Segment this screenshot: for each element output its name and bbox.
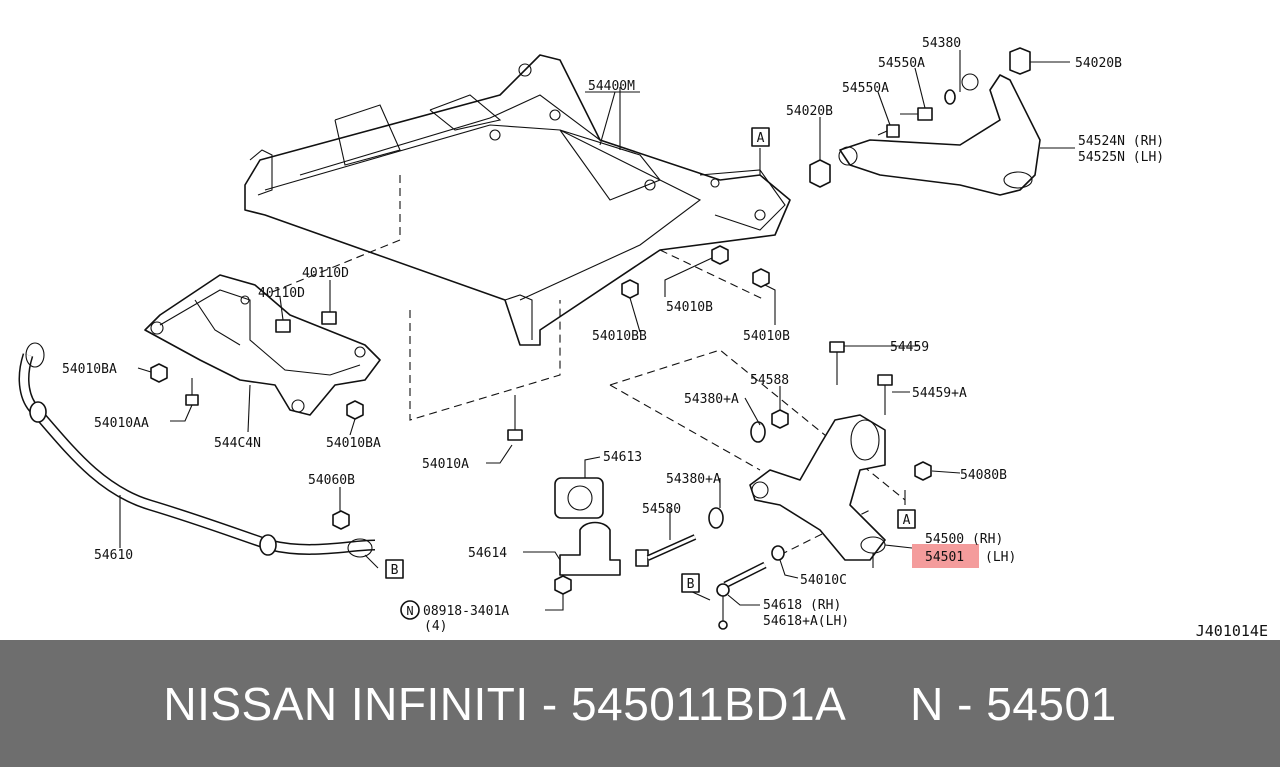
highlighted-part-marker	[912, 544, 979, 568]
label-54610: 54610	[94, 548, 133, 563]
label-544c4n: 544C4N	[214, 436, 261, 451]
label-08918: 08918-3401A	[423, 604, 509, 619]
label-40110d-2: 40110D	[258, 286, 305, 301]
label-40110d-1: 40110D	[302, 266, 349, 281]
box-letter-a-right: A	[903, 513, 911, 528]
label-54380: 54380	[922, 36, 961, 51]
label-54500: 54500 (RH)	[925, 532, 1003, 547]
box-letter-b-right: B	[391, 563, 399, 578]
label-54010aa: 54010AA	[94, 416, 149, 431]
label-54613: 54613	[603, 450, 642, 465]
label-54020b-1: 54020B	[1075, 56, 1122, 71]
label-54618a: 54618+A(LH)	[763, 614, 849, 629]
label-54010a: 54010A	[422, 457, 469, 472]
box-letter-b-lower: B	[687, 577, 695, 592]
fasteners	[150, 47, 1031, 595]
label-54524n: 54524N (RH)	[1078, 134, 1164, 149]
front-subframe	[244, 54, 791, 346]
stabilizer-bushing	[554, 477, 604, 519]
stabilizer-clamp	[559, 521, 621, 576]
label-54380a-1: 54380+A	[684, 392, 739, 407]
label-54614: 54614	[468, 546, 507, 561]
label-54400m: 54400M	[588, 79, 635, 94]
part-labels: 54400M 54380 54550A 54550A 54020B 54020B…	[62, 36, 1268, 640]
label-54010b-2: 54010B	[743, 329, 790, 344]
part-number-title: NISSAN INFINITI - 545011BD1A N - 54501	[163, 677, 1117, 730]
label-54459: 54459	[890, 340, 929, 355]
label-54459a: 54459+A	[912, 386, 967, 401]
diagram-ref-code: J401014E	[1196, 622, 1268, 640]
label-54618: 54618 (RH)	[763, 598, 841, 613]
label-54550a-2: 54550A	[842, 81, 889, 96]
n-circle-icon	[400, 600, 420, 620]
label-54080b: 54080B	[960, 468, 1007, 483]
label-54501: 54501	[925, 550, 964, 565]
transverse-link	[749, 414, 886, 568]
upper-link	[838, 73, 1041, 196]
label-54010bb: 54010BB	[592, 329, 647, 344]
label-54550a-1: 54550A	[878, 56, 925, 71]
label-54588: 54588	[750, 373, 789, 388]
label-54501-side: (LH)	[985, 550, 1016, 565]
label-54010ba-2: 54010BA	[326, 436, 381, 451]
label-54580: 54580	[642, 502, 681, 517]
label-54010b-1: 54010B	[666, 300, 713, 315]
exploded-view-drawing: A A B B N 54400M 54380 54550A 54550A 540…	[18, 36, 1268, 640]
label-54010ba-1: 54010BA	[62, 362, 117, 377]
label-54060b: 54060B	[308, 473, 355, 488]
stabilizer-connecting-rod	[716, 561, 767, 630]
box-letter-a-top: A	[757, 131, 765, 146]
label-54020b-2: 54020B	[786, 104, 833, 119]
label-54525n: 54525N (LH)	[1078, 150, 1164, 165]
leader-lines	[119, 50, 1075, 611]
label-54010c: 54010C	[800, 573, 847, 588]
label-08918-qty: (4)	[424, 619, 447, 634]
reference-letter-boxes: A A B B	[385, 127, 916, 593]
label-54380a-2: 54380+A	[666, 472, 721, 487]
stabilizer-bar	[18, 342, 376, 558]
part-number-banner: NISSAN INFINITI - 545011BD1A N - 54501	[0, 640, 1280, 767]
n-circle-letter: N	[406, 604, 413, 618]
parts-diagram: A A B B N 54400M 54380 54550A 54550A 540…	[18, 36, 1268, 640]
lower-member	[144, 274, 381, 416]
